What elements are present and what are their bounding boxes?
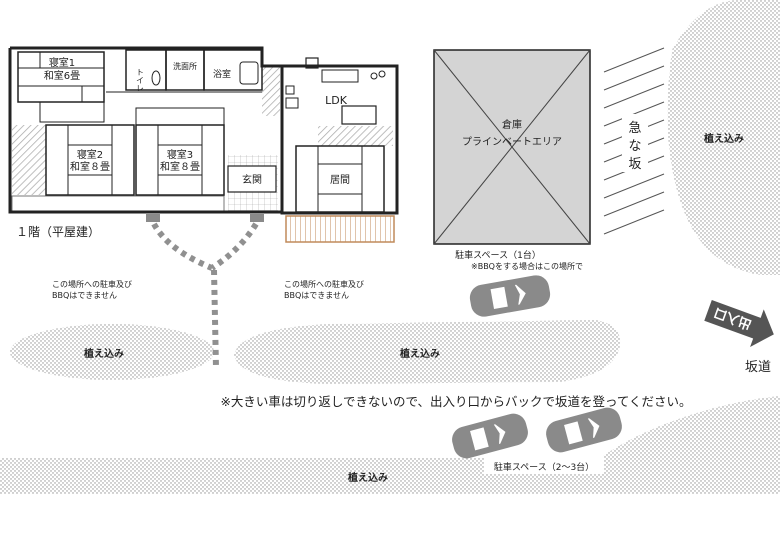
entrance-arrow: 出入口: [704, 300, 774, 347]
note-right-line2: BBQはできません: [284, 291, 349, 300]
warehouse-subtitle: プラインベートエリア: [462, 136, 562, 148]
path-right: [210, 222, 259, 271]
car-2: [452, 413, 528, 459]
path-left: [151, 222, 214, 271]
arrow-shape: [704, 300, 774, 347]
label-bedroom2-size: 和室８畳: [70, 160, 110, 173]
warehouse: 倉庫 プラインベートエリア: [433, 49, 591, 245]
warehouse-title: 倉庫: [502, 118, 522, 131]
label-washroom: 洗面所: [173, 61, 197, 71]
label-bath: 浴室: [213, 68, 231, 80]
note-left-line2: BBQはできません: [52, 291, 117, 300]
parking1-label: 駐車スペース（1台）: [455, 249, 541, 261]
label-ldk: LDK: [325, 94, 348, 107]
planting-label-top-right: 植え込み: [703, 132, 744, 145]
floor-plan: [8, 46, 399, 243]
planting-labels: 植え込み 植え込み 植え込み 植え込み: [83, 132, 744, 484]
room-bedroom2: [45, 124, 135, 196]
slope-char-3: 坂: [628, 157, 641, 172]
room-entrance: [227, 165, 277, 193]
planting-label-center: 植え込み: [399, 347, 440, 360]
label-toilet: トイレ: [136, 68, 145, 92]
label-bedroom3-size: 和室８畳: [160, 160, 200, 173]
room-living: [295, 145, 385, 213]
note-right-line1: この場所への駐車及び: [284, 279, 364, 289]
planting-label-left: 植え込み: [83, 347, 124, 360]
label-bedroom1-name: 寝室1: [49, 56, 75, 69]
parking2-label: 駐車スペース（2〜3台）: [494, 461, 594, 473]
parking1-note: ※BBQをする場合はこの場所で: [471, 261, 583, 271]
label-bedroom1-size: 和室6畳: [44, 69, 80, 82]
path-down: [211, 269, 219, 369]
slope-road-label: 坂道: [745, 360, 771, 375]
note-left-line1: この場所への駐車及び: [52, 279, 132, 289]
walking-paths: [151, 222, 259, 369]
house-label: １階（平屋建）: [16, 224, 100, 239]
label-entrance: 玄関: [242, 173, 262, 186]
planting-top-right: [667, 0, 780, 275]
planting-center: [234, 320, 621, 384]
slope-char-2: な: [628, 139, 641, 154]
no-parking-note-left: この場所への駐車及び BBQはできません: [52, 279, 132, 300]
steep-slope-label: 急 な 坂: [622, 114, 648, 172]
label-bedroom2-name: 寝室2: [77, 148, 103, 161]
room-labels: 寝室1 和室6畳 トイレ 洗面所 浴室 寝室2 和室８畳 寝室3 和室８畳 玄関…: [44, 56, 350, 186]
planting-left: [10, 324, 214, 380]
car-1: [469, 275, 551, 317]
no-parking-note-right: この場所への駐車及び BBQはできません: [284, 279, 364, 300]
deck: [285, 215, 395, 243]
label-bedroom3-name: 寝室3: [167, 148, 193, 161]
slope-char-1: 急: [628, 121, 641, 136]
notice-text: ※大きい車は切り返しできないので、出入り口からバックで坂道を登ってください。: [220, 394, 691, 409]
car-3: [546, 407, 622, 453]
planting-label-bottom: 植え込み: [347, 471, 388, 484]
planting-bottom: [0, 396, 780, 494]
planting-areas: [0, 0, 780, 494]
label-living: 居間: [330, 174, 350, 186]
